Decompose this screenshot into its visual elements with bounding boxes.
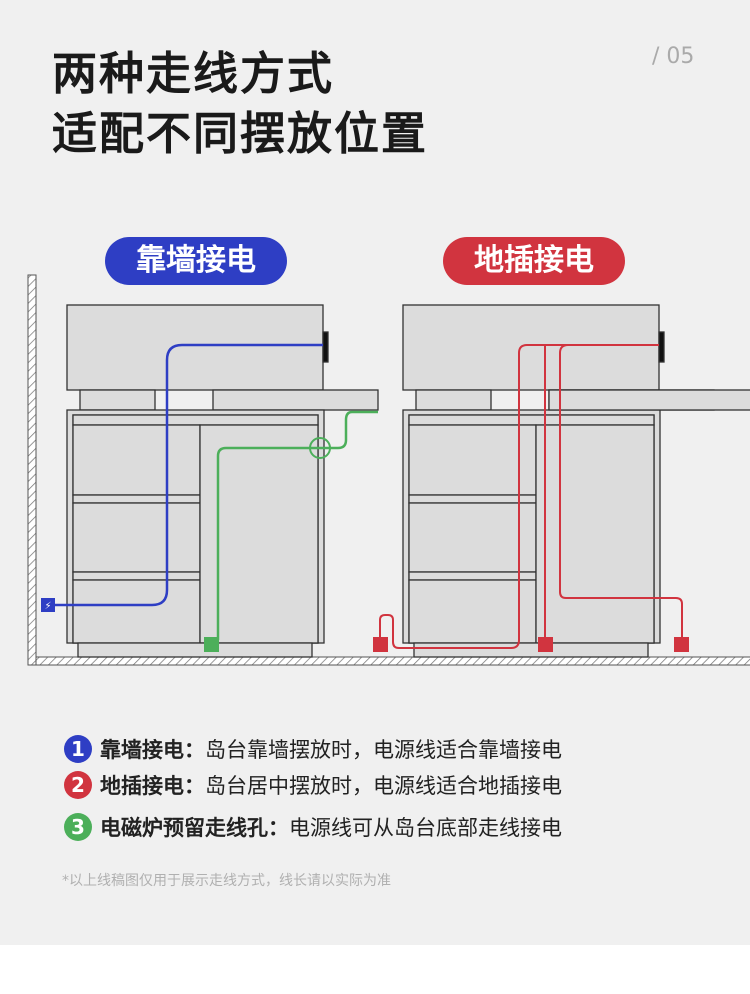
wall-socket-icon — [41, 598, 55, 612]
floor-socket-icon — [538, 637, 553, 652]
number-badge: 3 — [64, 813, 92, 841]
number-badge: 2 — [64, 771, 92, 799]
legend-text: 岛台居中摆放时，电源线适合地插接电 — [205, 774, 562, 798]
legend-title: 地插接电： — [100, 774, 205, 798]
wiring-diagram: ⚡ — [27, 274, 750, 666]
legend-text: 电源线可从岛台底部走线接电 — [289, 816, 562, 840]
legend-item-1: 1 靠墙接电： 岛台靠墙摆放时，电源线适合靠墙接电 — [64, 734, 562, 764]
red-cables — [379, 344, 683, 649]
floor-socket-badge: 地插接电 — [443, 237, 625, 285]
wall-power-badge: 靠墙接电 — [105, 237, 287, 285]
legend-title: 电磁炉预留走线孔： — [100, 816, 289, 840]
floor — [35, 656, 750, 666]
legend-text: 岛台靠墙摆放时，电源线适合靠墙接电 — [205, 738, 562, 762]
number-badge: 1 — [64, 735, 92, 763]
page-number: / 05 — [652, 44, 695, 69]
cable-hole-icon — [309, 437, 331, 459]
svg-text:⚡: ⚡ — [44, 601, 51, 612]
page-title-line1: 两种走线方式 — [52, 47, 335, 100]
legend-title: 靠墙接电： — [100, 738, 205, 762]
green-plug-icon — [204, 637, 219, 652]
legend-item-2: 2 地插接电： 岛台居中摆放时，电源线适合地插接电 — [64, 770, 562, 800]
floor-socket-icon — [674, 637, 689, 652]
wall — [27, 274, 37, 666]
island-right — [402, 304, 715, 658]
blue-cable — [55, 343, 323, 607]
green-cable — [216, 410, 378, 640]
floor-socket-icon — [373, 637, 388, 652]
footnote: *以上线稿图仅用于展示走线方式，线长请以实际为准 — [62, 873, 391, 889]
page-title-line2: 适配不同摆放位置 — [52, 107, 429, 160]
legend-item-3: 3 电磁炉预留走线孔： 电源线可从岛台底部走线接电 — [64, 812, 562, 842]
